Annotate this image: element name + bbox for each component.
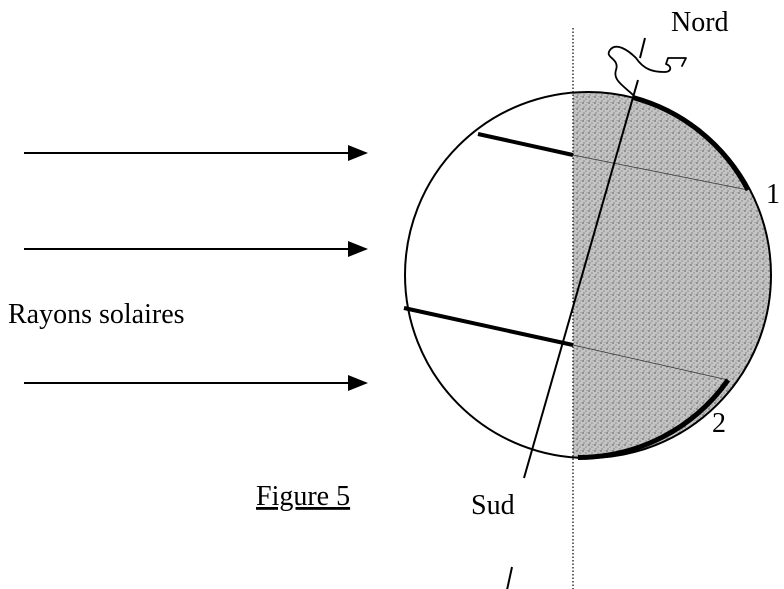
night-hemisphere [573, 92, 771, 458]
arc-north-highlight [632, 95, 751, 192]
arc-south-highlight [577, 378, 731, 461]
rotation-axis [506, 37, 646, 589]
sun-rays-label: Rayons solaires [8, 299, 185, 330]
rotation-arrow [607, 45, 687, 101]
south-label: Sud [471, 490, 515, 521]
night-latitude-lines [572, 154, 749, 381]
sun-rays [24, 145, 368, 391]
north-label: Nord [671, 7, 729, 38]
marker-2-label: 2 [712, 408, 726, 439]
marker-1-label: 1 [766, 179, 780, 210]
day-latitude-lines [403, 132, 574, 347]
figure-caption: Figure 5 [256, 481, 350, 512]
